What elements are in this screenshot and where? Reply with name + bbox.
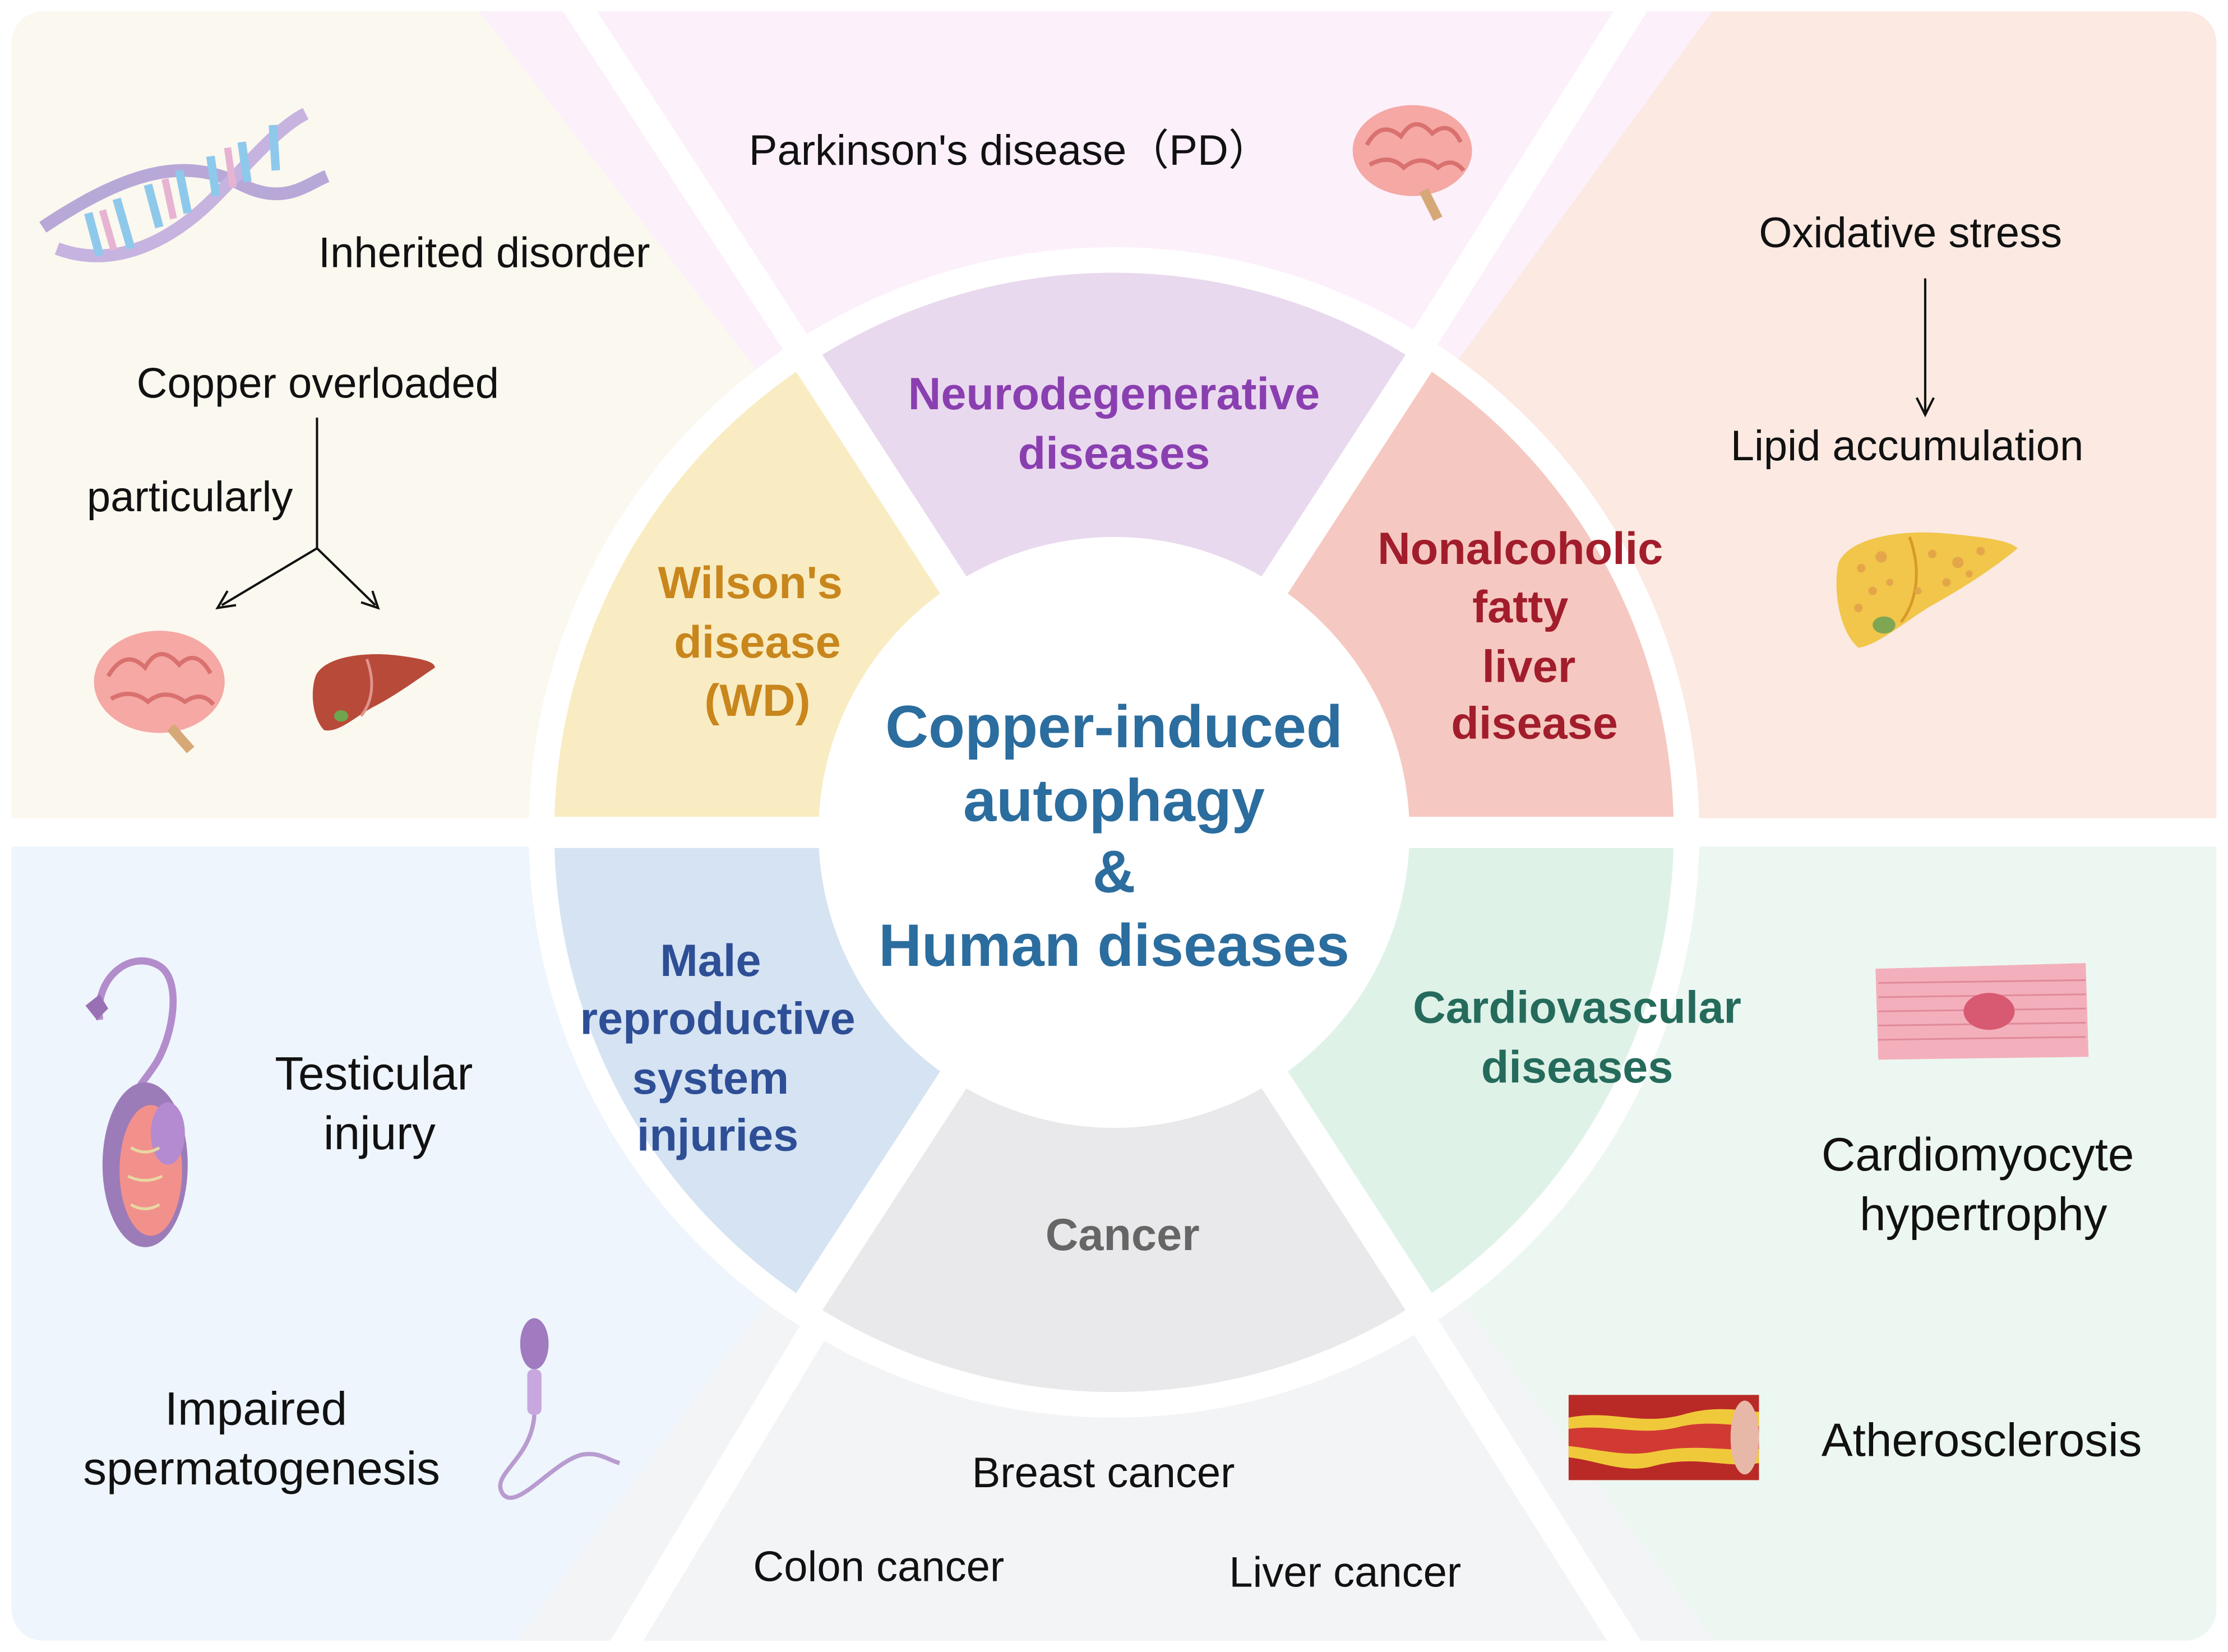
text-impaired-line1: Impaired [165,1382,347,1435]
brain-icon [94,631,225,753]
label-cardiovascular: Cardiovascular diseases [1413,982,1741,1092]
label-male-line3: system [632,1053,789,1104]
label-male-line4: injuries [637,1110,798,1161]
fatty-liver-icon [1836,532,2018,648]
center-title: Copper-induced autophagy & Human disease… [879,693,1349,979]
ring-segment-neuro [822,272,1406,577]
text-lipid-accumulation: Lipid accumulation [1731,422,2084,470]
text-particularly: particularly [87,473,293,521]
liver-icon [312,654,435,731]
label-wilson-line1: Wilson's [658,558,843,608]
label-nafld-line4: disease [1451,698,1618,749]
testis-icon [85,957,188,1247]
text-liver-cancer: Liver cancer [1229,1548,1461,1596]
text-oxidative-stress: Oxidative stress [1759,209,2062,257]
label-wilson-line2: disease [674,617,841,668]
text-testicular-line2: injury [323,1107,436,1159]
ring-segment-wilson [554,372,940,817]
artery-plaque-icon [1568,1395,1759,1480]
label-neurodegenerative: Neurodegenerative diseases [908,369,1320,479]
ring-segment-cardio [1288,848,1674,1293]
label-male-reproductive: Male reproductive system injuries [580,936,855,1161]
text-atherosclerosis: Atherosclerosis [1822,1413,2142,1466]
ring-segment-cancer [822,1088,1406,1392]
text-colon-cancer: Colon cancer [753,1543,1004,1590]
label-wilson-line3: (WD) [704,675,810,726]
label-nafld-line2: fatty [1472,582,1568,632]
text-testicular-line1: Testicular [275,1047,473,1100]
label-male-line1: Male [660,936,761,986]
oxidative-arrow [1915,278,1935,418]
text-cardiomyocyte-line2: hypertrophy [1860,1187,2107,1240]
label-cancer: Cancer [1046,1210,1200,1260]
ring-segment-male [554,848,940,1293]
label-neuro-line1: Neurodegenerative [908,369,1320,419]
text-breast-cancer: Breast cancer [972,1449,1235,1497]
label-male-line2: reproductive [580,994,855,1044]
text-impaired-line2: spermatogenesis [83,1442,440,1494]
center-disk [821,539,1407,1125]
label-wilsons-disease: Wilson's disease (WD) [658,558,843,726]
center-title-line4: Human diseases [879,912,1349,979]
label-nafld: Nonalcoholic fatty liver disease [1378,524,1663,749]
label-nafld-line1: Nonalcoholic [1378,524,1663,574]
brain-icon [1352,105,1472,221]
label-cardio-line1: Cardiovascular [1413,982,1741,1033]
text-parkinsons: Parkinson's disease（PD） [749,127,1271,174]
label-cardio-line2: diseases [1481,1042,1674,1093]
label-neuro-line2: diseases [1018,428,1210,479]
ring-segment-nafld [1288,372,1674,817]
label-cancer-line1: Cancer [1046,1210,1200,1260]
copper-arrows [215,417,380,610]
text-copper-overloaded: Copper overloaded [137,360,499,408]
center-title-line1: Copper-induced [885,693,1343,760]
dna-icon [39,108,330,262]
label-nafld-line3: liver [1482,641,1576,692]
text-inherited-disorder: Inherited disorder [318,229,650,276]
center-title-line3: & [1093,838,1136,905]
cardiomyocyte-icon [1875,963,2089,1060]
text-cardiomyocyte-line1: Cardiomyocyte [1822,1128,2134,1181]
sperm-icon [498,1318,621,1500]
ring-segments [554,272,1674,1392]
center-title-line2: autophagy [963,767,1265,834]
